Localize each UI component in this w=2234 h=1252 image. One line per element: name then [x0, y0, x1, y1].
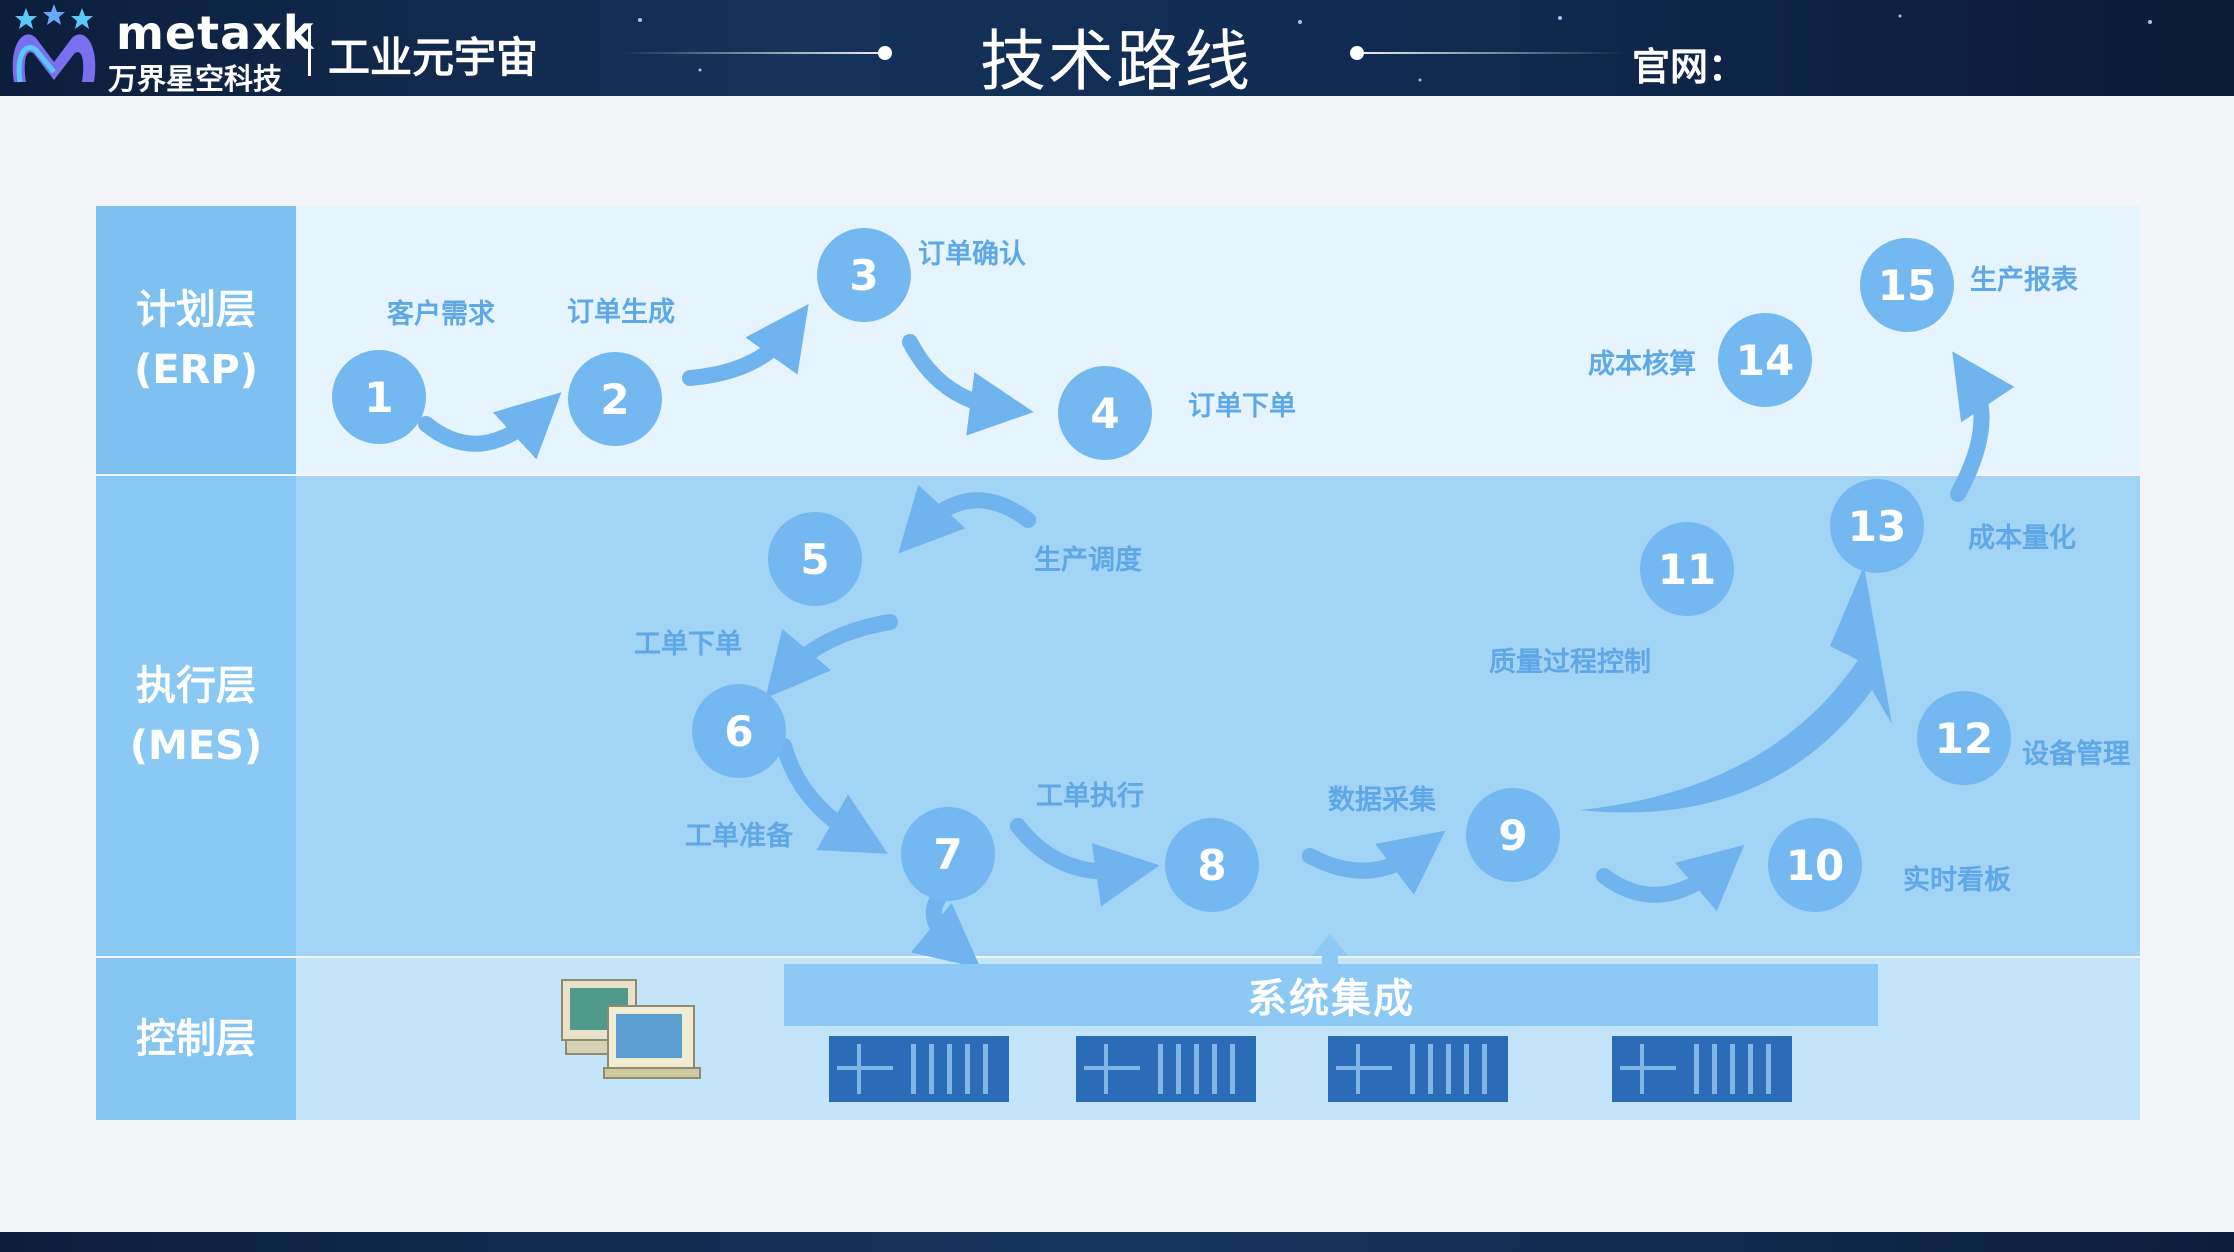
- arrow-13-15: [1958, 378, 1982, 494]
- computer-icon: [556, 966, 706, 1080]
- arrow-2-3: [690, 330, 790, 378]
- step-2-label: 订单生成: [567, 290, 675, 329]
- step-12-label: 设备管理: [2022, 732, 2130, 771]
- arrow-6-7: [784, 746, 860, 838]
- step-8-circle: 8: [1165, 818, 1259, 912]
- arrow-9-10: [1604, 866, 1720, 895]
- step-7-label: 工单准备: [685, 814, 793, 853]
- plc-module-3: [1328, 1036, 1508, 1102]
- step-11-label: 质量过程控制: [1489, 640, 1651, 679]
- step-3-label: 订单确认: [918, 232, 1026, 271]
- step-6-circle: 6: [692, 684, 786, 778]
- step-11-circle: 11: [1640, 522, 1734, 616]
- step-2-circle: 2: [568, 352, 662, 446]
- footer-bar: [0, 1232, 2234, 1252]
- arrow-7-8: [1018, 826, 1128, 872]
- step-5-label: 生产调度: [1034, 538, 1142, 577]
- step-10-circle: 10: [1768, 818, 1862, 912]
- step-15-circle: 15: [1860, 238, 1954, 332]
- step-9-circle: 9: [1466, 788, 1560, 882]
- step-6-label: 工单下单: [634, 622, 742, 661]
- step-4-label: 订单下单: [1188, 384, 1296, 423]
- big-arrow-9-13: [1580, 566, 1892, 813]
- step-3-circle: 3: [817, 228, 911, 322]
- system-integration-bar: 系统集成: [784, 964, 1878, 1026]
- arrow-5-6: [786, 622, 890, 674]
- plc-module-2: [1076, 1036, 1256, 1102]
- step-9-label: 数据采集: [1328, 778, 1436, 817]
- step-1-circle: 1: [332, 350, 426, 444]
- step-4-circle: 4: [1058, 366, 1152, 460]
- plc-module-4: [1612, 1036, 1792, 1102]
- step-8-label: 工单执行: [1036, 774, 1144, 813]
- step-12-circle: 12: [1917, 691, 2011, 785]
- step-14-circle: 14: [1718, 313, 1812, 407]
- step-1-label: 客户需求: [387, 292, 495, 331]
- plc-module-1: [829, 1036, 1009, 1102]
- step-15-label: 生产报表: [1970, 258, 2078, 297]
- arrow-7-ctrl: [934, 896, 956, 948]
- step-10-label: 实时看板: [1903, 858, 2011, 897]
- arrow-ctrl-up: [1312, 934, 1348, 956]
- step-14-label: 成本核算: [1588, 342, 1696, 381]
- step-13-circle: 13: [1830, 479, 1924, 573]
- arrow-3-4: [910, 342, 1002, 408]
- step-5-circle: 5: [768, 512, 862, 606]
- arrow-8-9: [1310, 850, 1420, 871]
- arrow-1-2: [426, 414, 538, 444]
- step-13-label: 成本量化: [1968, 516, 2076, 555]
- arrow-gen-5: [920, 500, 1028, 530]
- step-7-circle: 7: [901, 807, 995, 901]
